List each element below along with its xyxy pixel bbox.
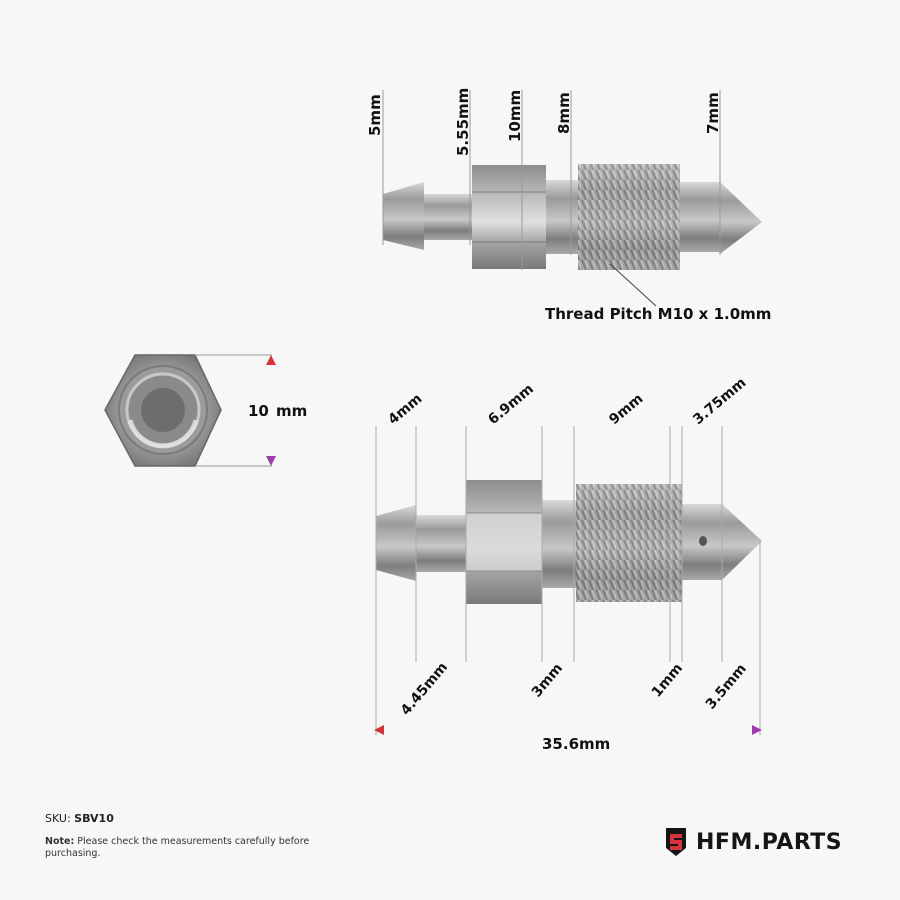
top-neck (546, 180, 578, 254)
top-tip (720, 182, 762, 254)
sku-value: SBV10 (74, 812, 114, 825)
dim-label-1mm: 1mm (649, 660, 686, 700)
top-view-dims: 5mm 5.55mm 10mm 8mm 7mm Thread Pitch M10… (366, 88, 771, 323)
dim-label-3-5mm: 3.5mm (703, 661, 750, 713)
top-barb-cone (383, 182, 424, 250)
side-barb-cone (376, 505, 416, 581)
dim-label-6-9mm: 6.9mm (485, 381, 537, 428)
dim-label-5mm: 5mm (366, 94, 384, 136)
sku-line: SKU: SBV10 (45, 812, 114, 825)
note-text: Please check the measurements carefully … (45, 836, 310, 859)
dim-label-4-45mm: 4.45mm (398, 659, 451, 718)
hex-dim-unit: mm (276, 402, 307, 420)
sku-label: SKU: (45, 812, 71, 825)
dim-label-7mm: 7mm (704, 92, 722, 134)
side-neck (542, 500, 576, 588)
dim-label-8mm: 8mm (555, 92, 573, 134)
dim-label-overall: 35.6mm (542, 735, 610, 753)
side-view-part (376, 480, 762, 604)
brand-name: HFM.PARTS (696, 829, 843, 855)
dim-label-4mm: 4mm (385, 391, 425, 428)
note-line: Note: Please check the measurements care… (45, 836, 335, 860)
note-label: Note: (45, 836, 75, 847)
thread-pitch-caption: Thread Pitch M10 x 1.0mm (545, 305, 771, 323)
bleed-hole (699, 536, 707, 546)
top-relief (680, 182, 720, 252)
side-tip (722, 504, 762, 580)
brand-logo: HFM.PARTS (664, 826, 842, 858)
hex-view: 10 mm (104, 354, 307, 467)
top-barb-stem (424, 194, 472, 240)
top-hex (472, 165, 546, 269)
dim-label-3mm: 3mm (529, 660, 566, 700)
dim-label-3-75mm: 3.75mm (690, 375, 749, 428)
dim-label-10mm: 10mm (506, 90, 524, 142)
top-view-part (383, 164, 762, 270)
dim-label-5-55mm: 5.55mm (454, 88, 472, 156)
shield-logo-icon (666, 828, 686, 856)
side-barb-stem (416, 515, 466, 572)
thread-pitch-leader (609, 263, 657, 307)
hex-dim-value: 10 (248, 402, 269, 420)
dim-label-9mm: 9mm (606, 391, 646, 428)
